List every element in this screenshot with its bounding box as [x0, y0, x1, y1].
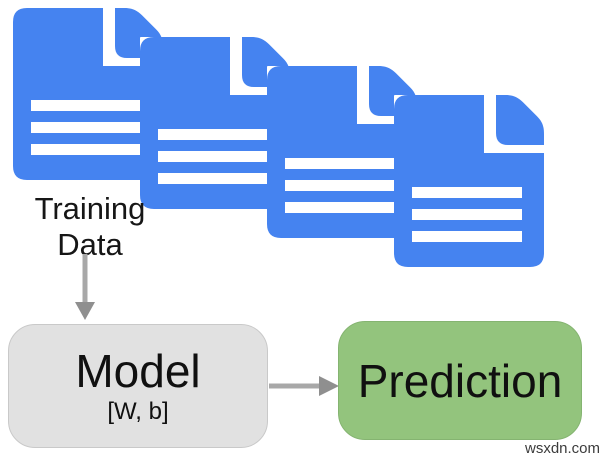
document-text-lines — [158, 129, 268, 184]
prediction-label: Prediction — [357, 354, 563, 407]
document-text-lines — [31, 100, 141, 155]
arrow-right-icon — [269, 376, 339, 396]
watermark: wsxdn.com — [525, 440, 600, 457]
model-params: [W, b] — [107, 397, 169, 425]
model-node: Model [W, b] — [8, 324, 268, 448]
training-data-line: Training — [34, 191, 146, 226]
document-text-lines — [412, 187, 522, 242]
document-text-lines — [285, 158, 395, 213]
model-title: Model — [75, 344, 201, 397]
document-icon — [13, 8, 163, 180]
prediction-node: Prediction — [338, 321, 582, 440]
training-data-line: Data — [57, 227, 123, 262]
training-data-label: Training Data — [20, 191, 160, 263]
document-icon — [394, 95, 544, 267]
arrow-down-icon — [75, 254, 95, 320]
